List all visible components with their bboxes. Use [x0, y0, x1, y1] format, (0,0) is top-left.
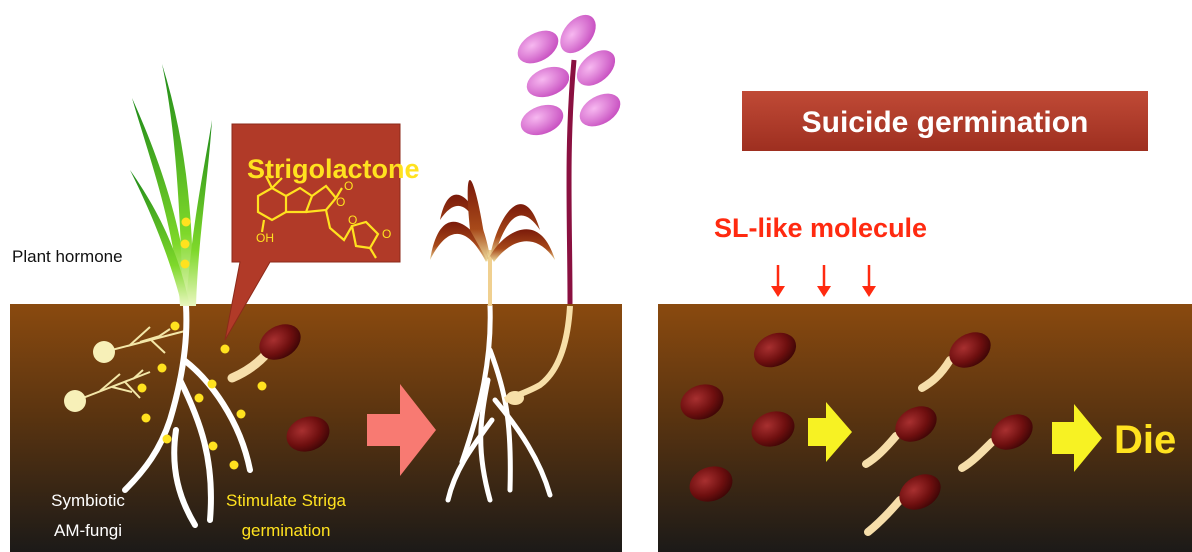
stimulate-label: Stimulate Striga	[226, 491, 347, 510]
striga-stem	[569, 60, 574, 304]
am-fungi-label: AM-fungi	[54, 521, 122, 540]
die-label: Die	[1114, 418, 1176, 462]
svg-text:O: O	[336, 195, 345, 209]
svg-text:OH: OH	[256, 231, 274, 245]
fungus-spore	[64, 390, 86, 412]
fungus-spore	[93, 341, 115, 363]
suicide-title: Suicide germination	[802, 106, 1089, 139]
left-panel: Strigolactone O O O OH O Plant hormone	[10, 8, 626, 552]
germination-label: germination	[242, 521, 331, 540]
strigolactone-title: Strigolactone	[247, 154, 420, 184]
svg-text:O: O	[344, 179, 353, 193]
symbiotic-label: Symbiotic	[51, 491, 125, 510]
right-panel: Suicide germination SL-like molecule	[658, 91, 1192, 552]
sl-molecule-label: SL-like molecule	[714, 213, 927, 243]
svg-text:O: O	[382, 227, 391, 241]
plant-hormone-label: Plant hormone	[12, 247, 123, 266]
attachment	[506, 391, 524, 405]
svg-text:O: O	[348, 213, 357, 227]
sl-arrows	[771, 265, 876, 297]
crop-plant	[130, 64, 212, 306]
